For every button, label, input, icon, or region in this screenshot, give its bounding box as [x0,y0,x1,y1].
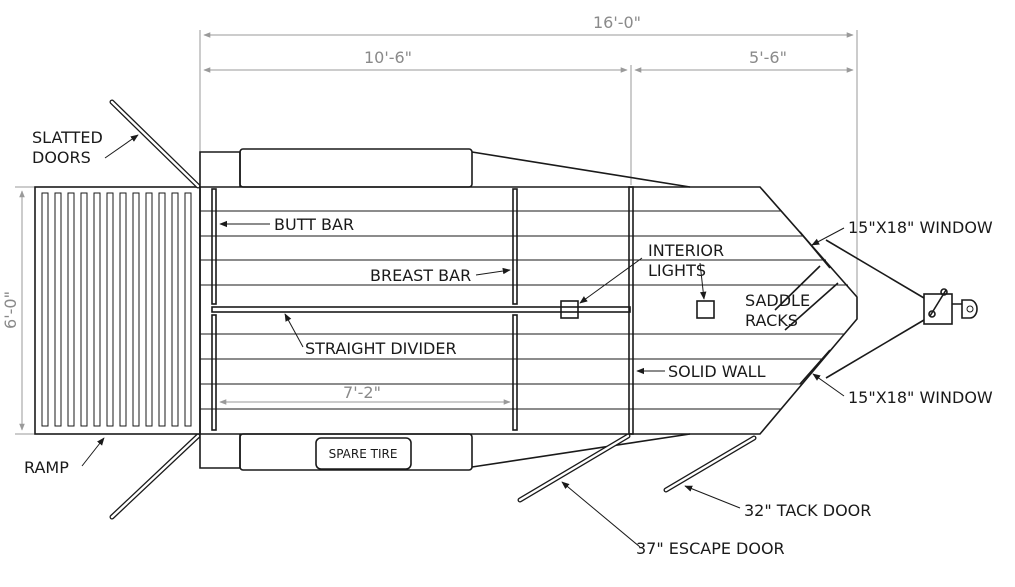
trailer-body [199,186,858,435]
butt-bar-label: BUTT BAR [274,215,354,234]
window-lower-label: 15"X18" WINDOW [848,388,993,407]
breast-bar-label: BREAST BAR [370,266,471,285]
solid-wall-label: SOLID WALL [668,362,766,381]
saddle-racks [774,265,839,331]
window-upper-label: 15"X18" WINDOW [848,218,993,237]
straight-divider [211,306,631,313]
slatted-doors [109,99,201,520]
slatted-doors-label-2: DOORS [32,148,91,167]
interior-lights-label-1: INTERIOR [648,241,724,260]
rear-length-dim: 10'-6" [364,48,412,67]
width-dim: 6'-0" [1,291,20,329]
ramp-label: RAMP [24,458,69,477]
spare-tire-box [315,437,412,470]
breast-bar-lower [512,314,518,431]
divider-length-dim: 7'-2" [343,383,381,402]
interior-light-2 [696,300,715,319]
saddle-racks-label-2: RACKS [745,311,798,330]
ramp [34,186,201,435]
butt-bar-lower [211,314,217,431]
breast-bar-upper [512,188,518,305]
nose-length-dim: 5'-6" [749,48,787,67]
dimension-lines [15,30,858,435]
leader-lines [81,134,845,548]
spare-tire-label: SPARE TIRE [329,447,398,461]
tack-door-label: 32" TACK DOOR [744,501,871,520]
side-doors [517,433,757,503]
slatted-doors-label-1: SLATTED [32,128,103,147]
butt-bar-upper [211,188,217,305]
interior-lights-label-2: LIGHTS [648,261,706,280]
overall-length-dim: 16'-0" [593,13,641,32]
fenders [199,148,691,471]
hitch [825,239,978,379]
interior-light-1 [560,300,579,319]
straight-divider-label: STRAIGHT DIVIDER [305,339,457,358]
saddle-racks-label-1: SADDLE [745,291,810,310]
escape-door-label: 37" ESCAPE DOOR [636,539,785,558]
solid-wall [628,186,634,435]
